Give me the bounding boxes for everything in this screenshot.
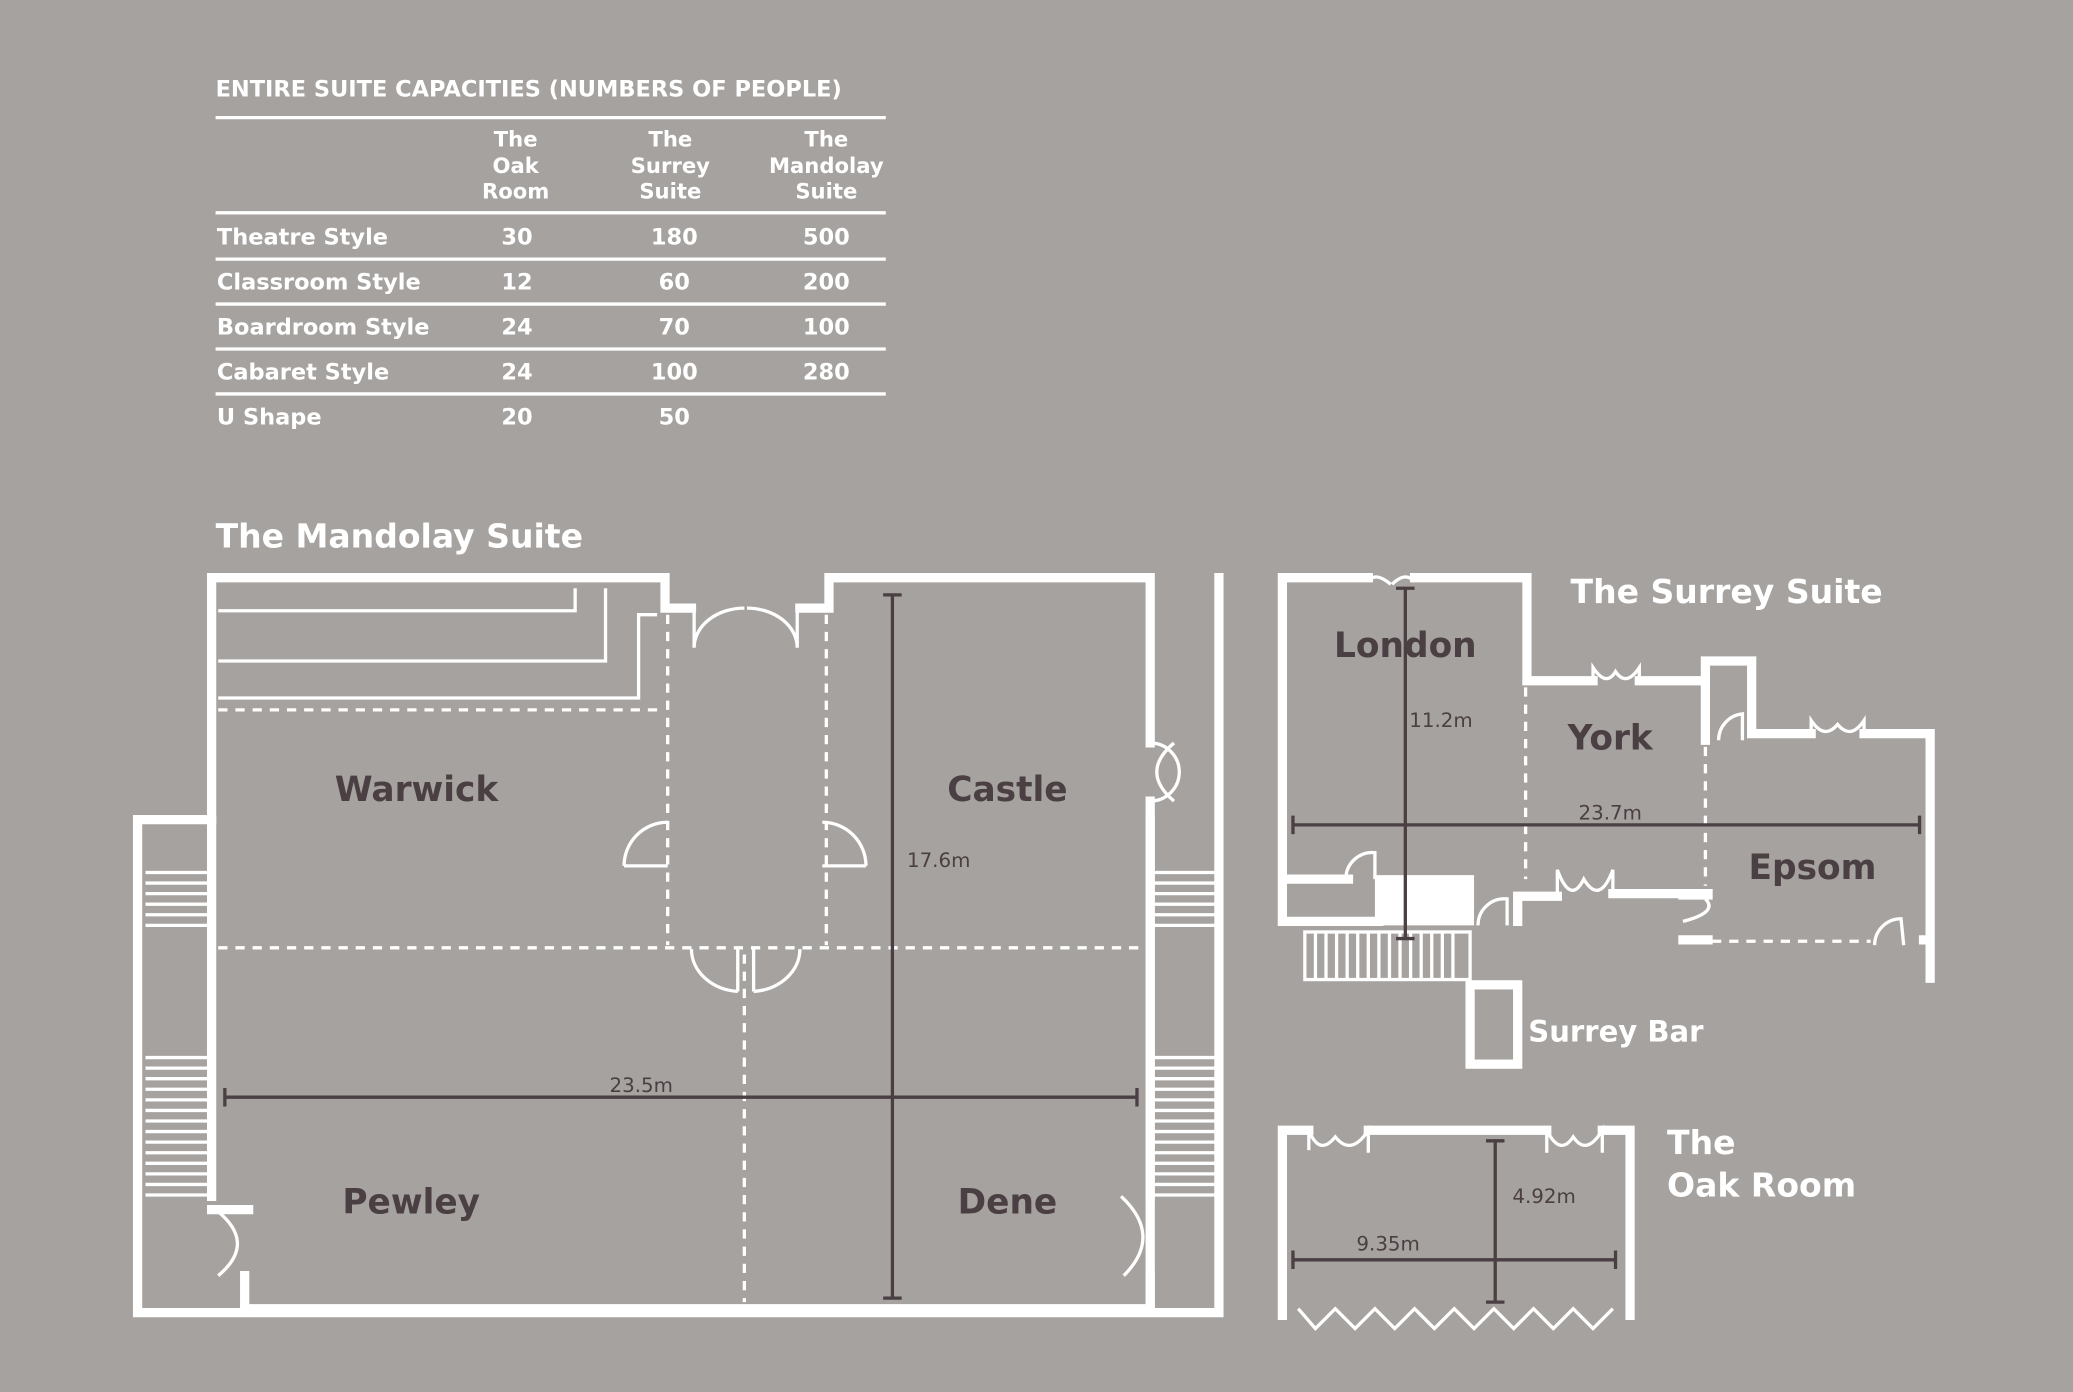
cell: 200: [803, 270, 850, 296]
row-label: U Shape: [217, 404, 322, 430]
header-text: Surrey: [631, 153, 710, 178]
row-label: Theatre Style: [217, 225, 388, 251]
oak-walls: [1277, 1125, 1635, 1320]
oak-title-line1: The: [1667, 1123, 1735, 1162]
cell: 500: [803, 225, 850, 251]
header-text: The: [648, 127, 692, 152]
cell: 50: [659, 404, 690, 430]
dimension-length: 4.92m: [1512, 1185, 1575, 1208]
cell: 24: [501, 314, 532, 340]
door-icon: [214, 606, 1181, 1277]
cell: 60: [659, 270, 690, 296]
row-label: Boardroom Style: [217, 314, 430, 340]
stairs-icon: [145, 870, 1215, 1197]
table-row: Boardroom Style 24 70 100: [217, 314, 850, 340]
dimension-lines: [223, 593, 1139, 1300]
door-icon: [1307, 1124, 1604, 1153]
mandolay-suite-plan: The Mandolay Suite 17.6m 23.5m Warwick C…: [132, 516, 1224, 1318]
table-row: U Shape 20 50: [217, 404, 690, 430]
table-row: Cabaret Style 24 100 280: [217, 359, 850, 385]
surrey-service-block: [1374, 875, 1475, 926]
table-row: Classroom Style 12 60 200: [217, 270, 850, 296]
dimension-lines: [1291, 586, 1922, 941]
room-york: York: [1567, 719, 1654, 759]
surrey-suite-plan: The Surrey Suite Surrey Bar 11.2m 23.7m …: [1277, 572, 1935, 1069]
partition-lines: [1523, 687, 1871, 943]
mandolay-outer-wall: [132, 573, 1224, 1318]
row-label: Classroom Style: [217, 270, 421, 296]
header-text: The: [804, 127, 848, 152]
surrey-bar-label: Surrey Bar: [1528, 1015, 1704, 1049]
cell: 30: [501, 225, 532, 251]
header-text: The: [494, 127, 538, 152]
row-label: Cabaret Style: [217, 359, 389, 385]
header-text: Oak: [493, 153, 540, 178]
stage-outline: [218, 588, 658, 700]
room-castle: Castle: [947, 770, 1067, 810]
mandolay-title: The Mandolay Suite: [216, 516, 583, 555]
dimension-width: 23.5m: [610, 1074, 673, 1097]
cell: 12: [501, 270, 532, 296]
room-pewley: Pewley: [342, 1183, 480, 1223]
header-text: Room: [482, 178, 549, 203]
folding-wall-icon: [1296, 1306, 1615, 1331]
table-row: Theatre Style 30 180 500: [217, 225, 850, 251]
room-london: London: [1334, 626, 1477, 666]
stairs-icon: [1303, 930, 1472, 982]
door-icon: [1344, 575, 1906, 946]
oak-room-plan: The Oak Room 4.92m 9.35m: [1277, 1123, 1856, 1331]
cell: 100: [651, 359, 698, 385]
mandolay-inner-wall: [206, 814, 1155, 1314]
header-text: Mandolay: [769, 153, 884, 178]
cell: 20: [501, 404, 532, 430]
header-text: Suite: [795, 178, 857, 203]
dimension-width: 23.7m: [1579, 802, 1642, 825]
column-header-mandolay: The Mandolay Suite: [769, 127, 884, 204]
surrey-bar-outline: [1465, 980, 1523, 1069]
surrey-title: The Surrey Suite: [1571, 572, 1883, 611]
dimension-length: 11.2m: [1409, 709, 1472, 732]
column-header-surrey: The Surrey Suite: [631, 127, 710, 204]
table-title: ENTIRE SUITE CAPACITIES (NUMBERS OF PEOP…: [216, 77, 842, 103]
room-warwick: Warwick: [335, 770, 500, 810]
cell: 100: [803, 314, 850, 340]
room-epsom: Epsom: [1749, 848, 1877, 888]
surrey-walls: [1277, 573, 1935, 983]
cell: 24: [501, 359, 532, 385]
cell: 280: [803, 359, 850, 385]
cell: 70: [659, 314, 690, 340]
capacity-table: ENTIRE SUITE CAPACITIES (NUMBERS OF PEOP…: [216, 77, 886, 430]
cell: 180: [651, 225, 698, 251]
column-header-oak: The Oak Room: [482, 127, 549, 204]
header-text: Suite: [639, 178, 701, 203]
dimension-lines: [1291, 1139, 1618, 1304]
dimension-length: 17.6m: [907, 849, 970, 872]
dimension-width: 9.35m: [1356, 1233, 1419, 1256]
oak-title-line2: Oak Room: [1667, 1165, 1856, 1204]
room-dene: Dene: [958, 1183, 1058, 1223]
